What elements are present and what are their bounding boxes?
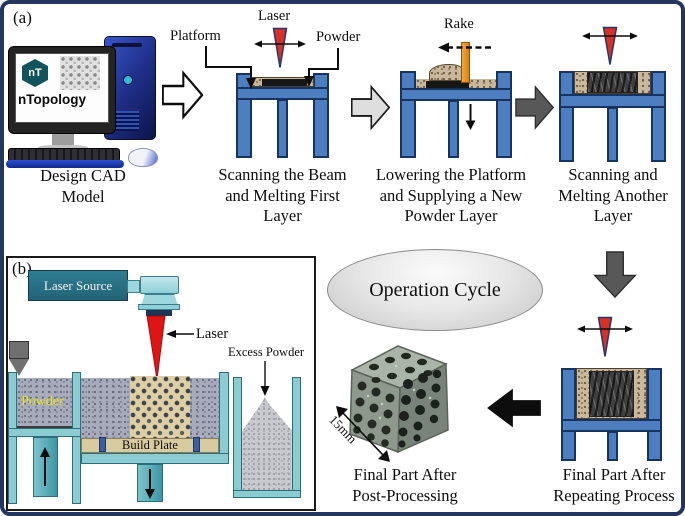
caption-final-repeat: Final Part After Repeating Process bbox=[553, 465, 675, 505]
build-plate-label: Build Plate bbox=[122, 438, 178, 452]
machine2-support-leg bbox=[448, 100, 459, 158]
panel-a-tag: (a) bbox=[13, 8, 32, 27]
piston-down-arrow bbox=[145, 469, 155, 499]
operation-cycle-label: Operation Cycle bbox=[369, 278, 501, 301]
excess-container-wall bbox=[292, 377, 301, 498]
caption-step1: Scanning the Beam and Melting First Laye… bbox=[218, 165, 347, 225]
laser-beam-icon bbox=[597, 316, 613, 357]
rake-label: Rake bbox=[444, 16, 474, 32]
machine4-right-column bbox=[647, 368, 662, 461]
powder-hopper bbox=[9, 341, 29, 359]
build-plate: Build Plate bbox=[81, 438, 219, 453]
tower-power-button bbox=[123, 75, 133, 85]
machine1-melted-layer bbox=[262, 79, 307, 86]
tower-grille bbox=[113, 111, 139, 131]
laser-scan-arrow bbox=[582, 32, 638, 40]
laser-b-label: Laser bbox=[196, 326, 229, 342]
laser-source-label: Laser Source bbox=[43, 277, 113, 293]
supply-powder bbox=[17, 378, 72, 428]
platform-down-arrow bbox=[465, 104, 476, 130]
keyboard-base bbox=[6, 160, 124, 168]
scanner-body bbox=[140, 276, 179, 294]
laser-b-pointer bbox=[166, 330, 194, 338]
process-arrow-down bbox=[593, 251, 637, 298]
machine4-support-leg bbox=[607, 431, 618, 461]
machine2-right-column bbox=[496, 71, 512, 158]
monitor-screen: nT nTopology bbox=[15, 53, 109, 123]
rake-tool bbox=[461, 42, 470, 83]
machine3-support-leg bbox=[607, 107, 618, 162]
machine2-powder-mound bbox=[429, 64, 464, 81]
laser-beam-icon bbox=[272, 27, 288, 68]
tower-vent bbox=[112, 43, 142, 47]
process-arrow-left bbox=[487, 388, 541, 428]
powder-leader-line bbox=[304, 48, 339, 87]
build-plate-pin bbox=[99, 437, 106, 452]
platform-leader-line bbox=[205, 46, 256, 89]
monitor: nT nTopology bbox=[8, 46, 116, 134]
computer-illustration: nT nTopology bbox=[6, 34, 160, 168]
panel-b-tag: (b) bbox=[12, 259, 32, 278]
powder-b-label: Powder bbox=[21, 394, 64, 409]
scanner-connector bbox=[127, 280, 140, 293]
rake-motion-arrow bbox=[438, 42, 491, 53]
laser-source-box: Laser Source bbox=[28, 270, 128, 301]
machine3-platform-bar bbox=[559, 94, 666, 108]
caption-step3: Scanning and Melting Another Layer bbox=[558, 165, 668, 225]
laser-label: Laser bbox=[258, 8, 291, 24]
machine2-left-column bbox=[400, 71, 416, 158]
machine1-support-leg bbox=[277, 99, 288, 158]
part-under-construction bbox=[130, 376, 190, 438]
chamber-wall bbox=[72, 372, 81, 504]
caption-final-post: Final Part After Post-Processing bbox=[352, 465, 458, 505]
powder-label: Powder bbox=[316, 29, 361, 45]
chamber-wall bbox=[219, 372, 229, 456]
chamber-wall bbox=[8, 372, 17, 504]
supply-chamber-floor bbox=[8, 428, 81, 437]
excess-container-wall bbox=[233, 377, 242, 498]
caption-step2: Lowering the Platform and Supplying a Ne… bbox=[375, 165, 527, 225]
piston-up-arrow bbox=[40, 447, 50, 486]
laser-scan-arrow bbox=[254, 40, 306, 48]
machine3-printed-lattice bbox=[587, 72, 638, 93]
laser-scan-arrow bbox=[577, 325, 633, 333]
build-chamber-floor bbox=[81, 453, 229, 464]
machine4-left-column bbox=[561, 368, 576, 461]
monitor-stand bbox=[52, 134, 74, 145]
process-arrow-2 bbox=[351, 84, 390, 131]
laser-beam-b bbox=[146, 315, 166, 381]
process-arrow-3 bbox=[515, 85, 554, 130]
cad-lattice-preview bbox=[60, 56, 100, 90]
operation-cycle-badge: Operation Cycle bbox=[327, 249, 543, 331]
excess-powder-leader bbox=[260, 361, 270, 396]
build-plate-pin bbox=[193, 437, 200, 452]
final-part-photo bbox=[349, 345, 449, 454]
ntopology-wordmark: nTopology bbox=[18, 92, 86, 107]
caption-design-cad: Design CAD Model bbox=[40, 166, 126, 206]
machine4-printed-lattice bbox=[589, 371, 634, 417]
mouse bbox=[128, 148, 158, 167]
ntopology-hex-logo: nT bbox=[22, 59, 48, 87]
machine3-left-column bbox=[559, 71, 574, 162]
scanner-aperture bbox=[146, 310, 172, 316]
platform-label: Platform bbox=[170, 28, 221, 44]
excess-container-bottom bbox=[233, 490, 301, 498]
scanner-base bbox=[138, 304, 180, 310]
machine2-melted-layer bbox=[426, 81, 469, 89]
process-arrow-1 bbox=[162, 70, 203, 120]
machine3-right-column bbox=[651, 71, 666, 162]
scale-arrow bbox=[336, 406, 390, 462]
excess-powder-label: Excess Powder bbox=[228, 345, 305, 359]
